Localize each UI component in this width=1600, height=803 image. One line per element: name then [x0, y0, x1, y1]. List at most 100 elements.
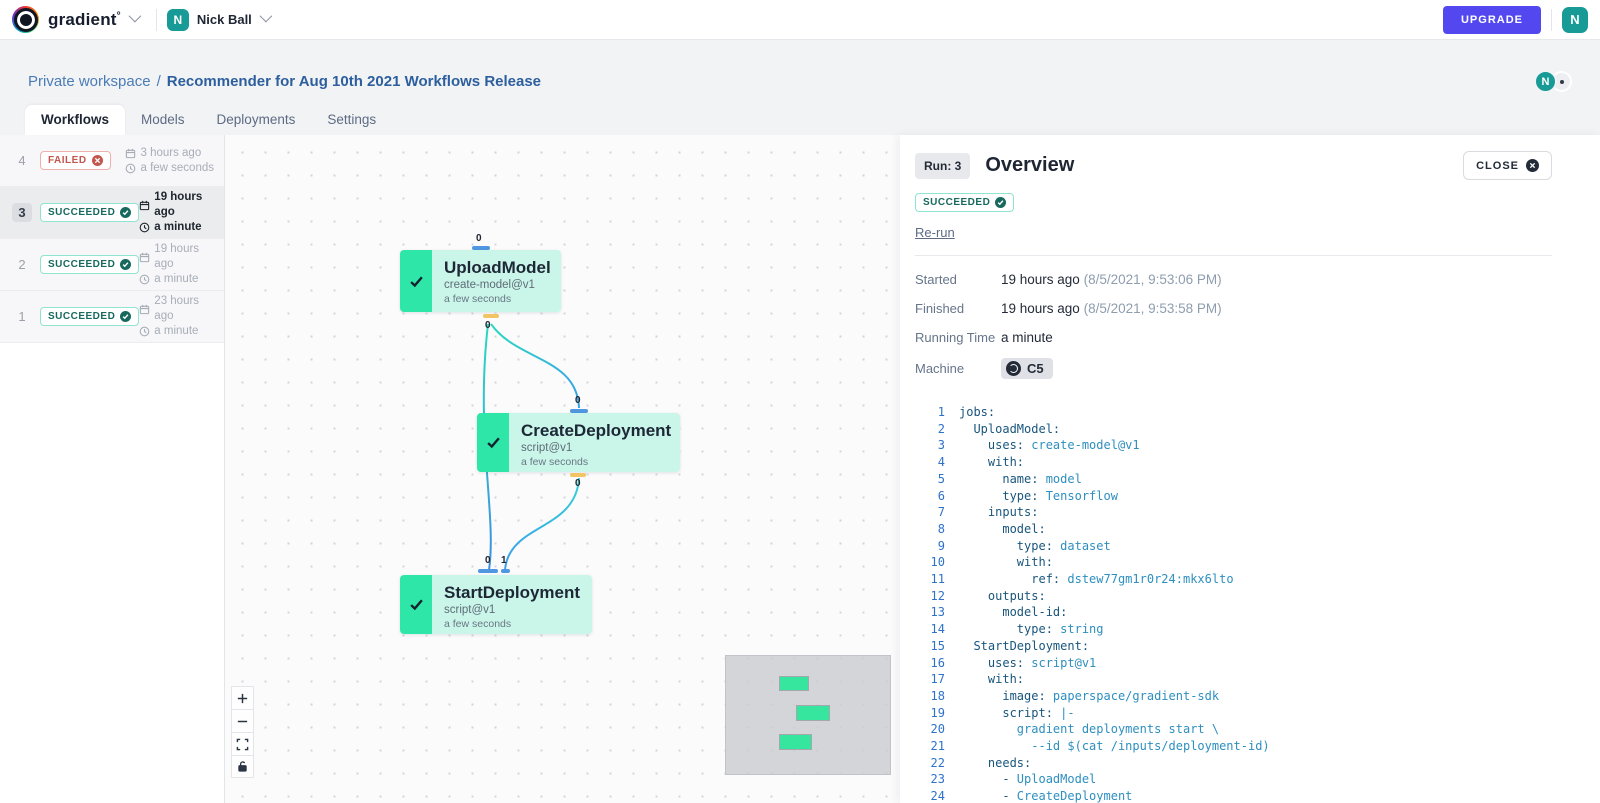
canvas-controls [231, 686, 254, 778]
calendar-icon [140, 252, 150, 262]
node-title: CreateDeployment [521, 421, 672, 440]
zoom-in-button[interactable] [231, 686, 254, 709]
status-label: SUCCEEDED [48, 259, 116, 270]
line-number: 12 [930, 588, 945, 603]
lock-button[interactable] [231, 755, 254, 778]
run-time: 19 hours ago [154, 191, 203, 218]
line-number: 23 [930, 772, 945, 787]
node-success-strip [400, 575, 432, 634]
rerun-link[interactable]: Re-run [915, 225, 955, 240]
detail-row-machine: Machine C5 [915, 358, 1552, 379]
check-icon [409, 275, 423, 287]
input-port[interactable] [501, 569, 510, 573]
input-port[interactable] [478, 569, 498, 573]
line-number: 5 [937, 471, 945, 486]
minimap[interactable] [725, 655, 891, 775]
input-port[interactable] [570, 409, 588, 413]
line-number: 11 [930, 572, 945, 587]
code-line: 20 gradient deployments start \ [915, 721, 1552, 738]
divider [915, 255, 1552, 256]
status-label: FAILED [48, 155, 87, 166]
run-row-3-selected[interactable]: 3 SUCCEEDED 19 hours ago a minute [0, 187, 224, 239]
line-number: 18 [930, 688, 945, 703]
brand-logo[interactable]: gradient° [12, 6, 121, 33]
code-text: script: |- [959, 705, 1075, 720]
detail-row-started: Started 19 hours ago (8/5/2021, 9:53:06 … [915, 271, 1552, 287]
breadcrumb-parent-link[interactable]: Private workspace [28, 73, 151, 90]
code-text: model: [959, 521, 1046, 536]
run-row-4[interactable]: 4 FAILED 3 hours ago a few seconds [0, 135, 224, 187]
detail-timestamp: (8/5/2021, 9:53:58 PM) [1083, 300, 1222, 316]
code-text: uses: create-model@v1 [959, 438, 1140, 453]
workflow-node-createdeployment[interactable]: CreateDeployment script@v1 a few seconds [477, 413, 680, 472]
minimap-node [779, 734, 812, 750]
code-line: 2 UploadModel: [915, 421, 1552, 438]
run-row-1[interactable]: 1 SUCCEEDED 23 hours ago a minute [0, 291, 224, 343]
run-number: 1 [18, 309, 26, 324]
workspace-name[interactable]: Nick Ball [196, 12, 252, 27]
check-circle-icon [120, 311, 132, 322]
code-text: uses: script@v1 [959, 655, 1097, 670]
tab-workflows[interactable]: Workflows [25, 105, 126, 135]
minimap-node [796, 705, 830, 721]
line-number: 21 [930, 739, 945, 754]
chevron-down-icon[interactable] [128, 9, 142, 23]
port-label: 0 [485, 320, 491, 331]
workflow-node-startdeployment[interactable]: StartDeployment script@v1 a few seconds [400, 575, 592, 634]
breadcrumb-separator: / [156, 73, 161, 90]
breadcrumb: Private workspace / Recommender for Aug … [0, 40, 1600, 93]
tab-settings[interactable]: Settings [327, 112, 377, 127]
user-avatar[interactable]: N [1562, 6, 1588, 33]
status-label: SUCCEEDED [923, 197, 991, 208]
edge-uploadmodel-createdeployment [490, 323, 580, 409]
output-port[interactable] [483, 314, 499, 318]
run-number: 4 [18, 153, 26, 168]
member-avatar[interactable]: N [1534, 70, 1557, 93]
fit-view-button[interactable] [231, 732, 254, 755]
code-text: with: [959, 672, 1025, 687]
check-circle-icon [995, 197, 1007, 208]
calendar-icon [126, 148, 136, 158]
run-duration: a few seconds [140, 161, 214, 174]
dot-icon [1559, 79, 1564, 84]
avatar-more-button[interactable] [1551, 71, 1572, 92]
output-port[interactable] [570, 473, 586, 477]
line-number: 14 [930, 622, 945, 637]
top-navbar: gradient° N Nick Ball UPGRADE N [0, 0, 1600, 40]
code-line: 15 StartDeployment: [915, 638, 1552, 655]
close-button[interactable]: CLOSE [1463, 151, 1552, 180]
clock-icon [139, 222, 150, 233]
node-duration: a few seconds [444, 293, 512, 305]
code-line: 6 type: Tensorflow [915, 488, 1552, 505]
run-times: 3 hours ago a few seconds [125, 146, 214, 176]
tab-models[interactable]: Models [141, 112, 185, 127]
tab-deployments[interactable]: Deployments [216, 112, 296, 127]
code-text: type: dataset [959, 538, 1111, 553]
node-success-strip [400, 250, 432, 312]
upgrade-button[interactable]: UPGRADE [1442, 5, 1541, 34]
code-text: outputs: [959, 588, 1046, 603]
run-duration: a minute [154, 221, 202, 233]
detail-row-finished: Finished 19 hours ago (8/5/2021, 9:53:58… [915, 300, 1552, 316]
run-status-badge: SUCCEEDED [915, 193, 1015, 212]
run-duration: a minute [154, 273, 199, 285]
zoom-out-button[interactable] [231, 709, 254, 732]
code-line: 5 name: model [915, 471, 1552, 488]
calendar-icon [140, 200, 150, 210]
line-number: 2 [937, 421, 945, 436]
run-row-2[interactable]: 2 SUCCEEDED 19 hours ago a minute [0, 239, 224, 291]
tab-bar: Workflows Models Deployments Settings [25, 105, 392, 135]
code-text: needs: [959, 755, 1032, 770]
detail-timestamp: (8/5/2021, 9:53:06 PM) [1083, 271, 1222, 287]
chevron-down-icon[interactable] [259, 9, 273, 23]
input-port[interactable] [472, 246, 490, 250]
workflow-node-uploadmodel[interactable]: UploadModel create-model@v1 a few second… [400, 250, 561, 312]
line-number: 8 [937, 521, 945, 536]
workflow-graph-canvas[interactable]: 0 UploadModel create-model@v1 a few seco… [225, 135, 900, 803]
line-number: 22 [930, 755, 945, 770]
line-number: 4 [937, 455, 945, 470]
code-line: 19 script: |- [915, 705, 1552, 722]
workspace-avatar[interactable]: N [166, 8, 189, 31]
